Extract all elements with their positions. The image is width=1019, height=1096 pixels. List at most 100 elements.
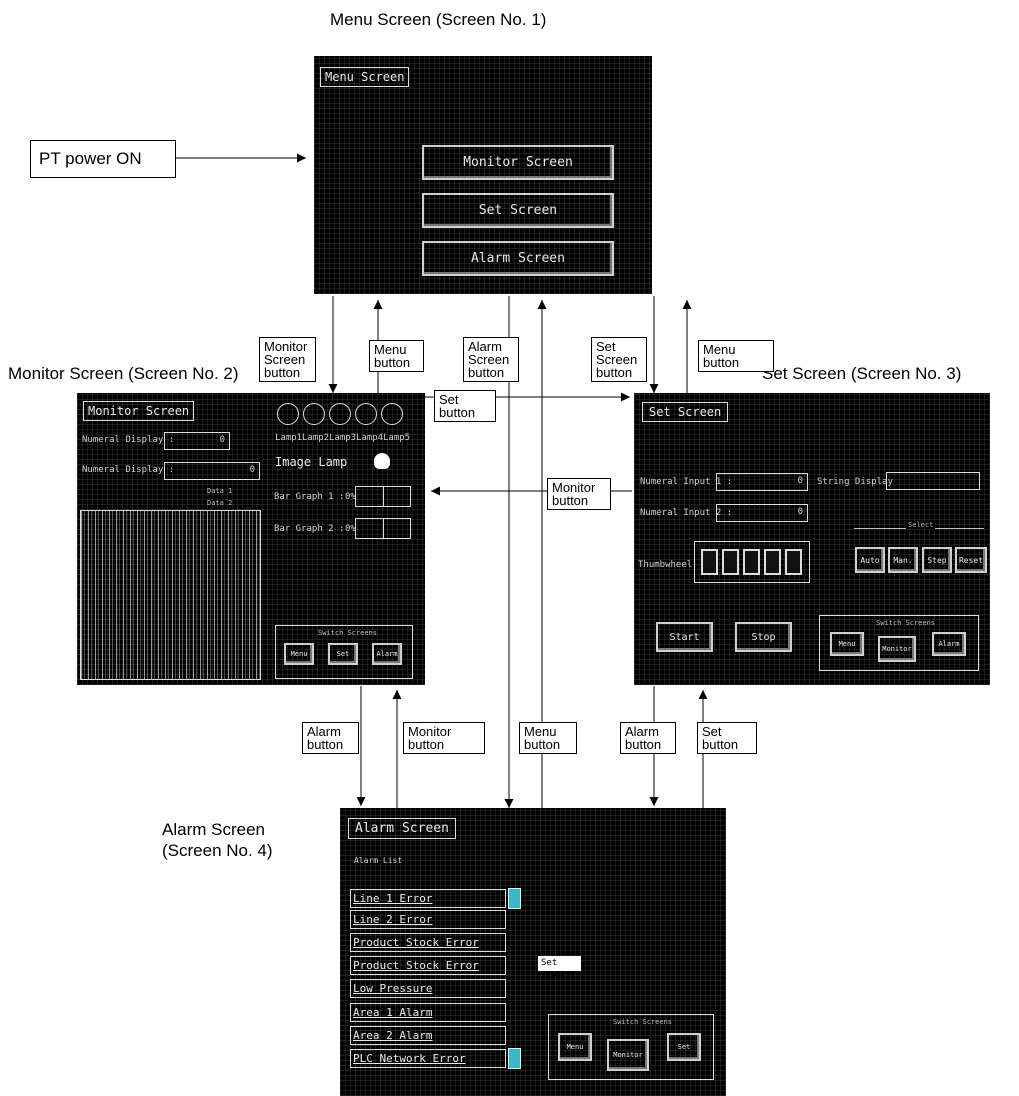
alarm-switch-screens-group: Switch Screens Menu Monitor Set <box>548 1014 714 1080</box>
numeral-display-label-2: Numeral Display : <box>82 465 175 475</box>
string-display-label: String Display <box>817 477 893 487</box>
alarm-screen-subtitle: (Screen No. 4) <box>162 841 273 860</box>
lamp-label-4: Lamp4 <box>356 433 384 443</box>
image-lamp-label: Image Lamp <box>275 455 348 469</box>
bar-graph-label-2: Bar Graph 2 : <box>274 524 345 534</box>
bar-graph-value-2: 0% <box>345 524 356 534</box>
numeral-display-label-1: Numeral Display : <box>82 435 175 445</box>
trend-graph <box>80 510 261 680</box>
lamp-3-icon <box>329 403 351 425</box>
thumbwheel-label: Thumbwheel <box>638 560 693 570</box>
set-switch-screens-group: Switch Screens Menu Monitor Alarm <box>819 615 979 671</box>
set-time-display: Set Time <box>538 956 581 983</box>
menu-screen: Menu Screen Monitor Screen Set Screen Al… <box>314 56 652 294</box>
thumbwheel[interactable] <box>694 541 810 583</box>
numeral-input-2[interactable]: 0 <box>716 504 808 522</box>
alarm-list-item[interactable]: Line 1 Error <box>350 889 506 908</box>
legend-data-1: Data 1 <box>207 487 233 495</box>
alarm-list-item[interactable]: PLC Network Error <box>350 1049 506 1068</box>
stop-button[interactable]: Stop <box>735 622 792 652</box>
lamp-label-1: Lamp1 <box>275 433 303 443</box>
alarm-screen-header: Alarm Screen <box>348 818 456 839</box>
alarm-list-label: Alarm List <box>354 856 403 865</box>
thumbwheel-digit[interactable] <box>722 549 739 575</box>
alarm-screen-title: Alarm Screen <box>162 820 265 839</box>
monitor-screen-header: Monitor Screen <box>83 401 195 421</box>
lamp-5-icon <box>381 403 403 425</box>
set-alarm-button[interactable]: Alarm <box>932 632 966 656</box>
monitor-alarm-button[interactable]: Alarm <box>372 643 402 665</box>
reset-button[interactable]: Reset <box>955 547 987 573</box>
thumbwheel-digit[interactable] <box>743 549 760 575</box>
alarm-list-item[interactable]: Area 1 Alarm <box>350 1003 506 1022</box>
alarm-list-item[interactable]: Area 2 Alarm <box>350 1026 506 1045</box>
alarm-screen: Alarm Screen Alarm List Line 1 Error Lin… <box>340 808 726 1096</box>
alarm-set-button[interactable]: Set <box>667 1033 701 1061</box>
set-menu-button[interactable]: Menu <box>830 632 864 656</box>
monitor-switch-screens-label: Switch Screens <box>318 629 378 637</box>
pt-power-on-box: PT power ON <box>30 140 176 178</box>
monitor-screen: Monitor Screen Numeral Display : 0 Numer… <box>77 393 425 685</box>
step-button[interactable]: Step <box>922 547 952 573</box>
image-lamp-icon <box>374 453 390 469</box>
bar-graph-1 <box>355 486 411 507</box>
thumbwheel-digit[interactable] <box>764 549 781 575</box>
scroll-down-icon[interactable] <box>508 1048 521 1069</box>
menu-screen-title: Menu Screen (Screen No. 1) <box>330 10 547 29</box>
numeral-display-2: 0 <box>164 462 260 480</box>
set-screen-header: Set Screen <box>642 402 729 422</box>
alarm-list-item[interactable]: Line 2 Error <box>350 910 506 929</box>
lamp-label-5: Lamp5 <box>383 433 411 443</box>
alarm-list-item[interactable]: Product Stock Error <box>350 956 506 975</box>
menu-screen-header: Menu Screen <box>320 67 410 87</box>
auto-button[interactable]: Auto <box>855 547 885 573</box>
monitor-switch-screens-group: Switch Screens Menu Set Alarm <box>275 625 413 679</box>
alarm-screen-button[interactable]: Alarm Screen <box>422 241 614 276</box>
bar-graph-2 <box>355 518 411 539</box>
thumbwheel-digit[interactable] <box>701 549 718 575</box>
legend-data-2: Data 2 <box>207 499 233 507</box>
lamp-label-2: Lamp2 <box>302 433 330 443</box>
set-switch-screens-label: Switch Screens <box>876 619 936 627</box>
start-button[interactable]: Start <box>656 622 713 652</box>
set-screen-button[interactable]: Set Screen <box>422 193 614 228</box>
monitor-screen-title: Monitor Screen (Screen No. 2) <box>8 364 239 383</box>
set-screen-title: Set Screen (Screen No. 3) <box>762 364 962 383</box>
lamp-4-icon <box>355 403 377 425</box>
lamp-2-icon <box>303 403 325 425</box>
lamp-label-3: Lamp3 <box>329 433 357 443</box>
thumbwheel-digit[interactable] <box>785 549 802 575</box>
monitor-menu-button[interactable]: Menu <box>284 643 314 665</box>
set-screen: Set Screen Numeral Input 1 : 0 Numeral I… <box>634 393 990 685</box>
bar-graph-label-1: Bar Graph 1 : <box>274 492 345 502</box>
string-display <box>886 472 980 490</box>
monitor-screen-button[interactable]: Monitor Screen <box>422 145 614 180</box>
numeral-input-label-1: Numeral Input 1 : <box>640 477 733 487</box>
alarm-list-item[interactable]: Product Stock Error <box>350 933 506 952</box>
select-label: Select <box>906 521 936 529</box>
numeral-input-label-2: Numeral Input 2 : <box>640 508 733 518</box>
monitor-set-button[interactable]: Set <box>328 643 358 665</box>
alarm-menu-button[interactable]: Menu <box>558 1033 592 1061</box>
scroll-up-icon[interactable] <box>508 888 521 909</box>
alarm-list-item[interactable]: Low Pressure <box>350 979 506 998</box>
manual-button[interactable]: Man. <box>888 547 918 573</box>
alarm-switch-screens-label: Switch Screens <box>613 1018 673 1026</box>
set-monitor-button[interactable]: Monitor <box>878 636 916 662</box>
lamp-1-icon <box>277 403 299 425</box>
alarm-monitor-button[interactable]: Monitor <box>607 1039 649 1071</box>
numeral-input-1[interactable]: 0 <box>716 473 808 491</box>
numeral-display-1: 0 <box>164 432 230 450</box>
